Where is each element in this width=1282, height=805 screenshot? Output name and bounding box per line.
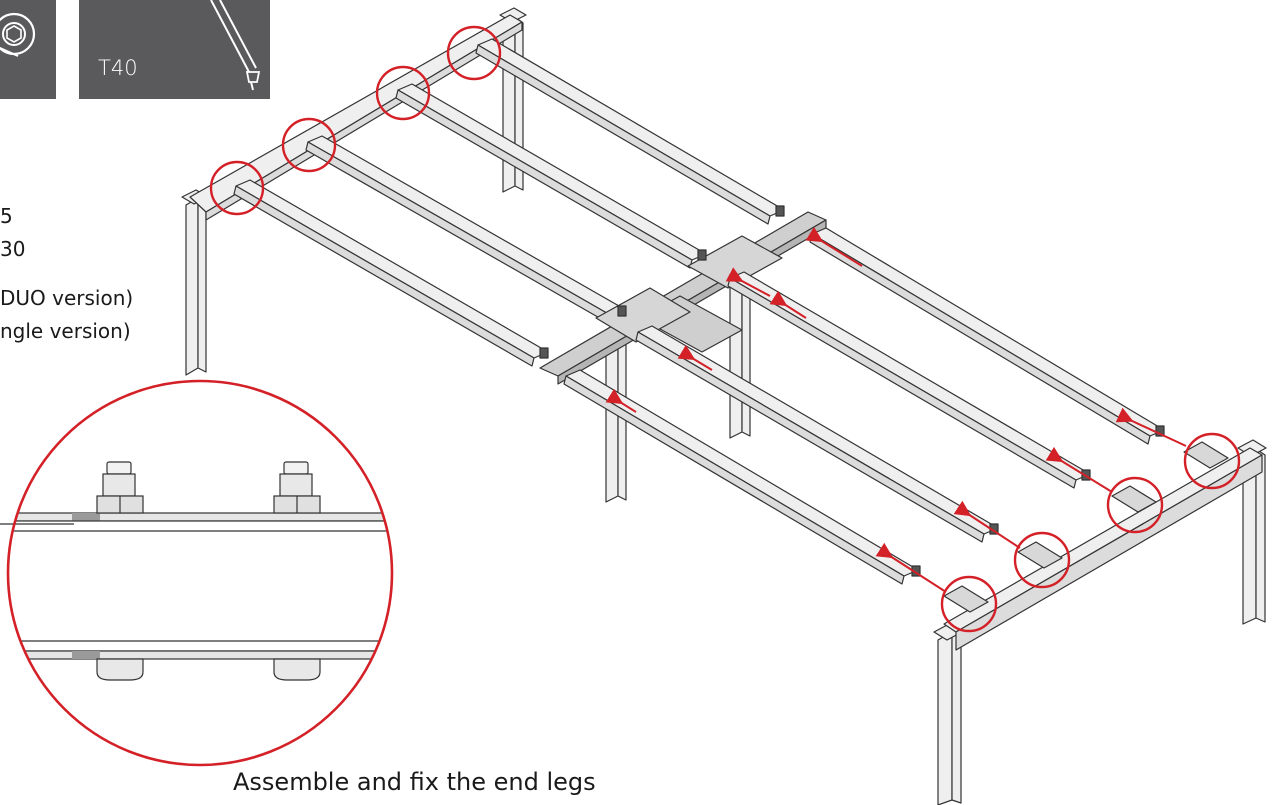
connection-highlight-circles [209, 25, 1241, 633]
step-caption: Assemble and fix the end legs [233, 768, 596, 796]
ring-wrench-icon [0, 12, 36, 57]
detail-callout [0, 379, 394, 767]
back-long-beams [233, 38, 785, 367]
detail-bolt-left [96, 461, 144, 514]
spec-line-1: 5 [0, 204, 13, 228]
spec-line-2: 30 [0, 237, 26, 261]
wrench-tool-box [0, 0, 56, 99]
front-leg-right [1237, 439, 1267, 625]
insert-direction-arrows [605, 226, 1187, 593]
torx-size-label: T40 [98, 56, 138, 80]
front-connector-plates [943, 441, 1229, 613]
screwdriver-tool-box: T40 [79, 0, 270, 99]
spec-line-4: ngle version) [0, 319, 131, 343]
back-cross-rail [189, 14, 523, 213]
detail-bolt-right [273, 461, 321, 514]
spec-line-3: DUO version) [0, 286, 134, 310]
central-cross-bracket [539, 211, 827, 385]
front-cross-rail [943, 447, 1263, 633]
torx-screwdriver-icon [210, 0, 261, 91]
front-long-beams [563, 227, 1165, 585]
front-leg-left [933, 623, 963, 805]
back-leg-left [181, 189, 209, 376]
